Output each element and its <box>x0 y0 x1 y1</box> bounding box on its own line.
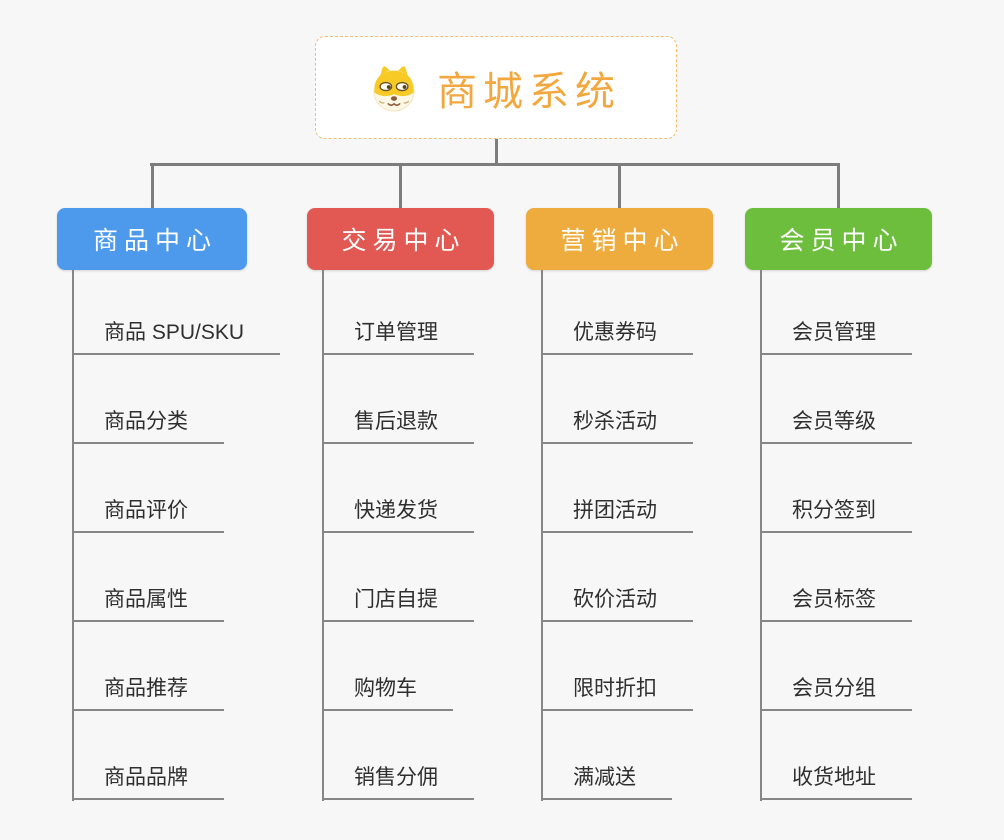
branch-label: 会员中心 <box>779 227 904 255</box>
branch-spine <box>72 270 74 801</box>
branch-marketing-center: 营销中心 优惠券码 秒杀活动 拼团活动 砍价活动 限时折扣 满减送 <box>526 208 713 801</box>
leaf-node[interactable]: 满减送 <box>541 711 672 800</box>
connector-drop-3 <box>618 163 621 208</box>
leaf-label: 门店自提 <box>354 588 438 611</box>
leaf-node[interactable]: 商品属性 <box>72 533 224 622</box>
leaf-node[interactable]: 售后退款 <box>322 355 474 444</box>
branch-spine <box>541 270 543 801</box>
branch-label: 商品中心 <box>92 227 217 255</box>
dog-face-icon <box>373 65 415 111</box>
leaf-label: 商品分类 <box>104 410 188 433</box>
leaf-label: 快递发货 <box>354 499 438 522</box>
leaf-node[interactable]: 砍价活动 <box>541 533 693 622</box>
branch-node-marketing-center[interactable]: 营销中心 <box>526 208 713 270</box>
leaf-node[interactable]: 拼团活动 <box>541 444 693 533</box>
leaf-label: 会员等级 <box>792 410 876 433</box>
leaf-node[interactable]: 会员分组 <box>760 622 912 711</box>
leaf-node[interactable]: 限时折扣 <box>541 622 693 711</box>
leaf-node[interactable]: 会员管理 <box>760 266 912 355</box>
leaf-node[interactable]: 商品评价 <box>72 444 224 533</box>
leaf-node[interactable]: 会员等级 <box>760 355 912 444</box>
leaf-node[interactable]: 快递发货 <box>322 444 474 533</box>
leaf-node[interactable]: 购物车 <box>322 622 453 711</box>
leaf-label: 购物车 <box>354 677 417 700</box>
leaf-label: 订单管理 <box>354 321 438 344</box>
branch-member-center: 会员中心 会员管理 会员等级 积分签到 会员标签 会员分组 收货地址 <box>745 208 932 801</box>
branch-spine <box>760 270 762 801</box>
leaf-node[interactable]: 会员标签 <box>760 533 912 622</box>
branch-node-product-center[interactable]: 商品中心 <box>57 208 247 270</box>
branch-label: 交易中心 <box>341 227 466 255</box>
connector-root-vertical <box>494 139 498 165</box>
leaf-node[interactable]: 订单管理 <box>322 266 474 355</box>
leaf-label: 积分签到 <box>792 499 876 522</box>
leaf-label: 商品品牌 <box>104 766 188 789</box>
leaf-node[interactable]: 秒杀活动 <box>541 355 693 444</box>
leaf-label: 秒杀活动 <box>573 410 657 433</box>
root-node[interactable]: 商城系统 <box>315 36 677 139</box>
leaf-label: 拼团活动 <box>573 499 657 522</box>
branch-node-trade-center[interactable]: 交易中心 <box>307 208 494 270</box>
leaf-label: 满减送 <box>573 766 636 789</box>
branch-spine <box>322 270 324 801</box>
branch-product-center: 商品中心 商品 SPU/SKU 商品分类 商品评价 商品属性 商品推荐 商品品牌 <box>57 208 281 801</box>
leaf-node[interactable]: 优惠券码 <box>541 266 693 355</box>
branch-node-member-center[interactable]: 会员中心 <box>745 208 932 270</box>
leaf-node[interactable]: 销售分佣 <box>322 711 474 800</box>
leaf-node[interactable]: 积分签到 <box>760 444 912 533</box>
leaf-label: 会员标签 <box>792 588 876 611</box>
leaf-node[interactable]: 商品 SPU/SKU <box>72 266 281 355</box>
leaf-label: 商品 SPU/SKU <box>104 321 245 344</box>
leaf-label: 收货地址 <box>792 766 876 789</box>
root-title: 商城系统 <box>437 69 621 114</box>
leaf-label: 商品属性 <box>104 588 188 611</box>
leaf-label: 销售分佣 <box>354 766 438 789</box>
leaf-label: 限时折扣 <box>573 677 657 700</box>
connector-horizontal <box>149 163 840 166</box>
branch-trade-center: 交易中心 订单管理 售后退款 快递发货 门店自提 购物车 销售分佣 <box>307 208 494 801</box>
leaf-label: 优惠券码 <box>573 321 657 344</box>
leaf-label: 砍价活动 <box>573 588 657 611</box>
connector-drop-4 <box>837 163 840 208</box>
leaf-label: 商品评价 <box>104 499 188 522</box>
connector-drop-1 <box>150 163 154 208</box>
leaf-node[interactable]: 门店自提 <box>322 533 474 622</box>
leaf-label: 会员管理 <box>792 321 876 344</box>
leaf-node[interactable]: 商品推荐 <box>72 622 224 711</box>
leaf-node[interactable]: 商品分类 <box>72 355 224 444</box>
branch-label: 营销中心 <box>560 227 685 255</box>
leaf-node[interactable]: 收货地址 <box>760 711 912 800</box>
leaf-label: 售后退款 <box>354 410 438 433</box>
leaf-label: 会员分组 <box>792 677 876 700</box>
connector-drop-2 <box>399 163 402 208</box>
leaf-node[interactable]: 商品品牌 <box>72 711 224 800</box>
leaf-label: 商品推荐 <box>104 677 188 700</box>
